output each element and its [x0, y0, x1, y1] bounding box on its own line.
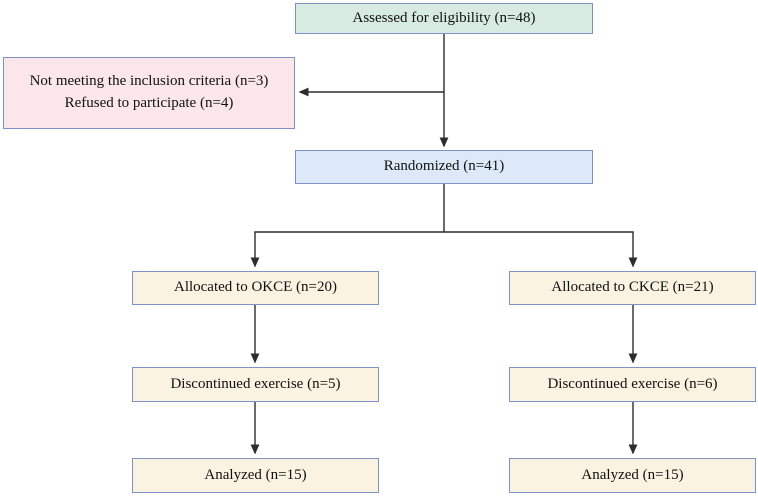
box-allocated-okce: Allocated to OKCE (n=20) — [132, 271, 379, 305]
box-allocated-okce-label: Allocated to OKCE (n=20) — [173, 279, 337, 296]
box-assessed-eligibility: Assessed for eligibility (n=48) — [295, 3, 593, 34]
box-allocated-ckce: Allocated to CKCE (n=21) — [509, 271, 756, 305]
box-excluded: Not meeting the inclusion criteria (n=3)… — [3, 57, 295, 129]
box-randomized: Randomized (n=41) — [295, 150, 593, 184]
box-analyzed-ckce: Analyzed (n=15) — [509, 458, 756, 493]
box-analyzed-okce: Analyzed (n=15) — [132, 458, 379, 493]
box-allocated-ckce-label: Allocated to CKCE (n=21) — [551, 279, 714, 296]
box-discontinued-okce-label: Discontinued exercise (n=5) — [170, 375, 341, 392]
excluded-line-not-meeting-criteria: Not meeting the inclusion criteria (n=3) — [29, 73, 269, 90]
arrow-randomized-to-ckce — [444, 231, 638, 268]
box-discontinued-ckce-label: Discontinued exercise (n=6) — [547, 375, 718, 392]
box-assessed-label: Assessed for eligibility (n=48) — [352, 9, 536, 26]
box-randomized-label: Randomized (n=41) — [383, 158, 505, 175]
arrow-randomized-to-okce — [250, 184, 445, 268]
box-analyzed-okce-label: Analyzed (n=15) — [204, 466, 307, 483]
excluded-line-refused: Refused to participate (n=4) — [64, 95, 234, 111]
box-discontinued-ckce: Discontinued exercise (n=6) — [509, 367, 756, 402]
box-discontinued-okce: Discontinued exercise (n=5) — [132, 367, 379, 402]
box-analyzed-ckce-label: Analyzed (n=15) — [581, 466, 684, 483]
